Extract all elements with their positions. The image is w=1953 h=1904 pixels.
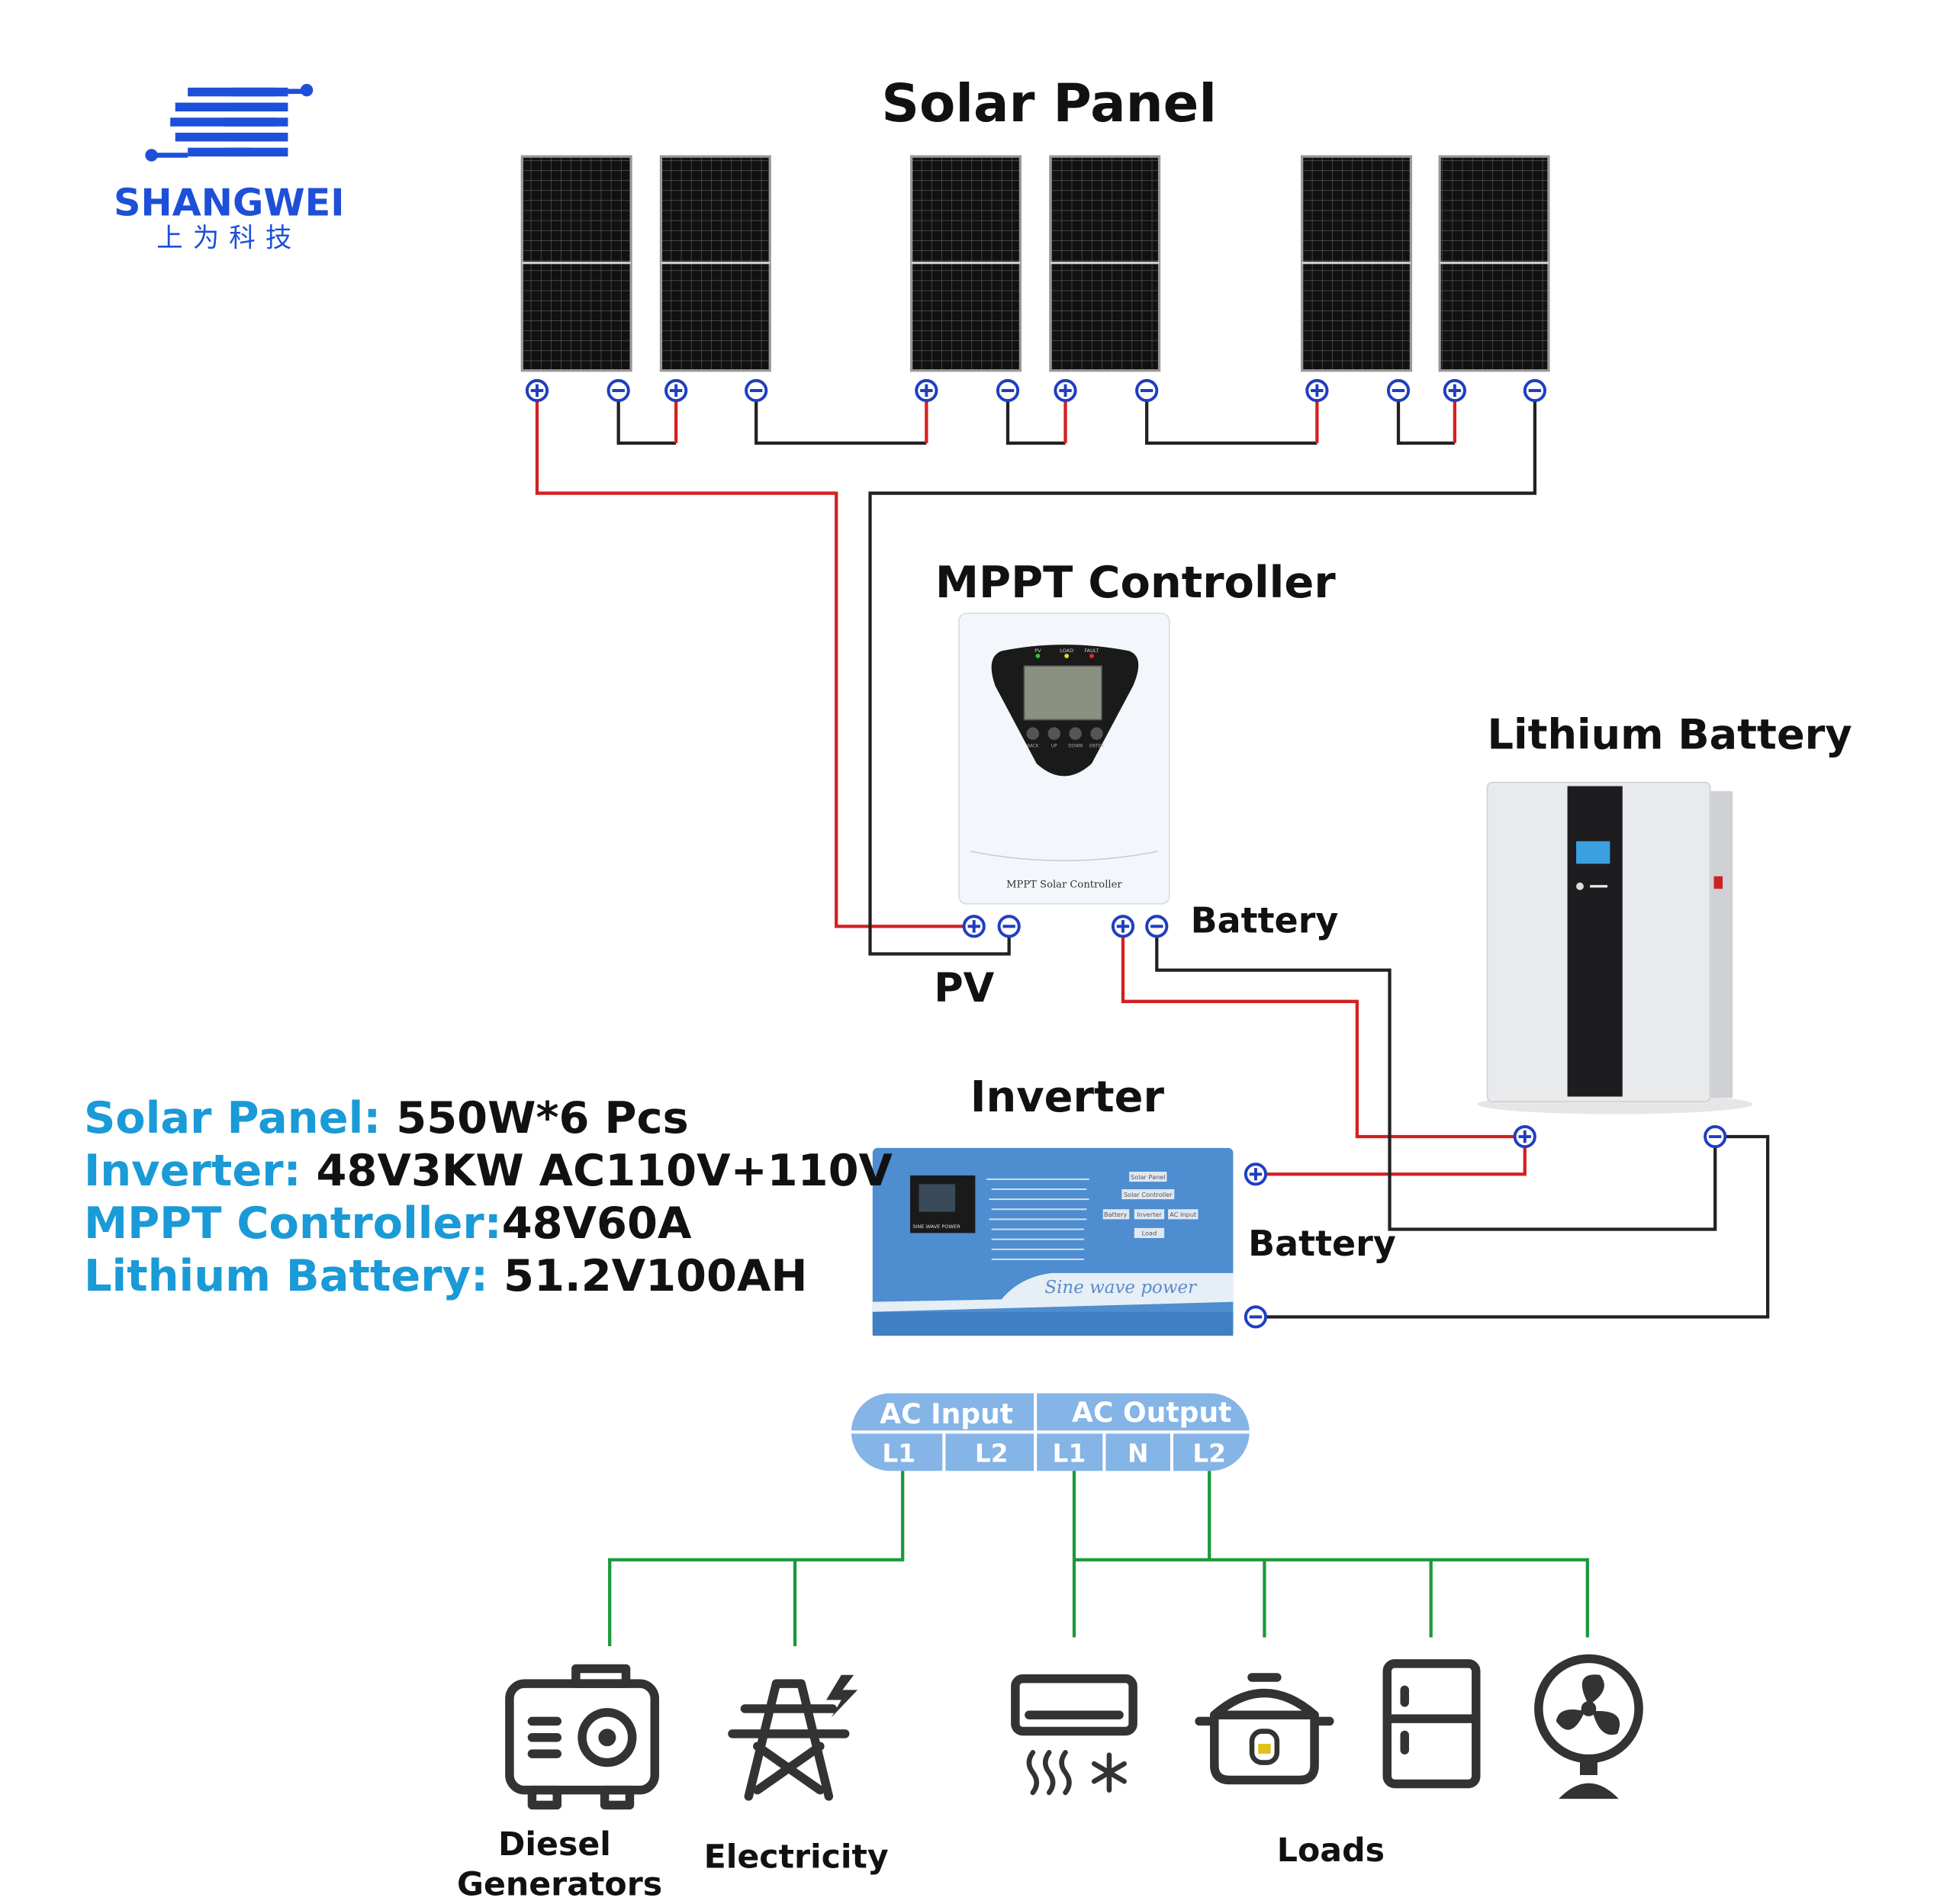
loads-label: Loads (1277, 1832, 1385, 1870)
solar-panel-4 (1049, 155, 1161, 372)
mppt-pv-positive-icon (962, 915, 986, 938)
inverter-negative-icon (1244, 1305, 1268, 1329)
lithium-battery-title: Lithium Battery (1488, 710, 1852, 758)
ac-wiring (608, 1471, 1589, 1646)
svg-text:Battery: Battery (1104, 1211, 1127, 1218)
mppt-controller-device: PV LOAD FAULT BACK UP DOWN ENTER MPPT Sola… (958, 613, 1170, 905)
ac-input-l1: L1 (882, 1439, 915, 1468)
svg-text:BACK: BACK (1027, 745, 1039, 749)
svg-text:Inverter: Inverter (1137, 1211, 1162, 1218)
mppt-pv-negative-icon (997, 915, 1021, 938)
power-tower-icon (728, 1674, 858, 1801)
negative-terminal-icon (1135, 378, 1159, 403)
refrigerator-icon (1382, 1659, 1481, 1789)
air-conditioner-icon (1011, 1674, 1137, 1796)
svg-text:FAULT: FAULT (1084, 648, 1099, 654)
inverter-positive-icon (1244, 1163, 1268, 1186)
spec-lithium-battery: Lithium Battery: 51.2V100AH (84, 1250, 808, 1301)
rice-cooker-icon (1195, 1673, 1334, 1785)
svg-text:SINE WAVE POWER: SINE WAVE POWER (912, 1224, 960, 1230)
spec-inverter: Inverter: 48V3KW AC110V+110V (84, 1145, 893, 1196)
positive-terminal-icon (1054, 378, 1077, 403)
lithium-battery-device (1477, 781, 1753, 1114)
logo-mark (145, 83, 314, 162)
load-labels: Diesel Generators Electricity Loads (457, 1825, 1385, 1904)
ac-output-label: AC Output (1072, 1396, 1231, 1429)
specs-list: Solar Panel: 550W*6 Pcs Inverter: 48V3KW… (84, 1092, 893, 1301)
diesel-label: Diesel (498, 1825, 611, 1864)
ac-terminal-block: AC Input AC Output L1 L2 L1 N L2 (851, 1393, 1250, 1471)
ac-output-n: N (1128, 1439, 1148, 1468)
ac-output-l2: L2 (1192, 1439, 1226, 1468)
ac-output-l1: L1 (1053, 1439, 1086, 1468)
ac-input-label: AC Input (880, 1397, 1013, 1430)
spec-solar-panel: Solar Panel: 550W*6 Pcs (84, 1092, 689, 1143)
pv-label: PV (934, 965, 994, 1011)
terminals (525, 378, 1727, 1329)
mppt-battery-negative-icon (1145, 915, 1169, 938)
mppt-title: MPPT Controller (935, 557, 1336, 608)
solar-panel-3 (910, 155, 1022, 372)
svg-text:PV: PV (1034, 648, 1041, 654)
solar-panel-title: Solar Panel (881, 73, 1217, 134)
logo-chinese: 上为科技 (156, 223, 301, 253)
ac-input-l2: L2 (975, 1439, 1009, 1468)
svg-text:AC Input: AC Input (1170, 1211, 1197, 1218)
mppt-device-label: MPPT Solar Controller (1006, 879, 1122, 890)
inverter-brand: Sine wave power (1044, 1278, 1198, 1298)
negative-terminal-icon (606, 378, 630, 403)
dc-wiring (535, 400, 1770, 1319)
generators-label: Generators (457, 1866, 662, 1904)
logo-brand: SHANGWEI (114, 180, 345, 224)
positive-terminal-icon (664, 378, 688, 403)
mppt-battery-label: Battery (1191, 900, 1339, 941)
inverter-device: SINE WAVE POWER Solar Panel Solar Contro… (872, 1147, 1234, 1336)
svg-text:UP: UP (1051, 745, 1057, 749)
svg-text:ENTER: ENTER (1089, 745, 1104, 749)
negative-terminal-icon (745, 378, 768, 403)
positive-terminal-icon (1443, 378, 1466, 403)
svg-text:Load: Load (1142, 1230, 1157, 1237)
svg-text:DOWN: DOWN (1068, 745, 1083, 749)
generator-icon (505, 1664, 659, 1810)
positive-terminal-icon (1305, 378, 1329, 403)
mppt-battery-positive-icon (1111, 915, 1135, 938)
svg-text:LOAD: LOAD (1060, 648, 1073, 654)
battery-negative-icon (1704, 1124, 1727, 1149)
svg-text:Solar Panel: Solar Panel (1131, 1173, 1166, 1181)
negative-terminal-icon (1523, 378, 1546, 403)
inverter-title: Inverter (970, 1073, 1165, 1122)
inverter-battery-label: Battery (1248, 1223, 1396, 1264)
electricity-label: Electricity (704, 1838, 889, 1876)
solar-panel-2 (659, 155, 771, 372)
spec-mppt: MPPT Controller:48V60A (84, 1198, 692, 1249)
battery-positive-icon (1513, 1124, 1536, 1149)
solar-panels (520, 155, 1550, 372)
solar-panel-6 (1438, 155, 1550, 372)
positive-terminal-icon (915, 378, 938, 403)
positive-terminal-icon (525, 378, 549, 403)
negative-terminal-icon (996, 378, 1020, 403)
fan-icon (1534, 1654, 1643, 1799)
solar-panel-1 (520, 155, 632, 372)
shangwei-logo: SHANGWEI 上为科技 (114, 83, 345, 253)
negative-terminal-icon (1386, 378, 1411, 403)
solar-panel-5 (1301, 155, 1413, 372)
svg-text:Solar Controller: Solar Controller (1124, 1191, 1173, 1198)
